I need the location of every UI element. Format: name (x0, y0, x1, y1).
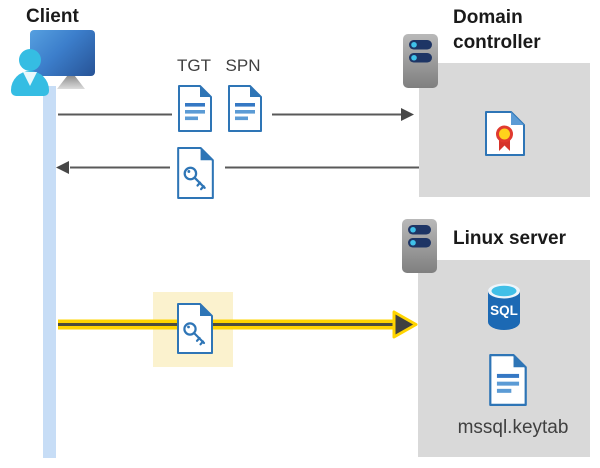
arrow-dc-to-client (56, 161, 419, 174)
client-lifeline-bar (43, 86, 56, 458)
linux-server-title: Linux server (453, 228, 566, 249)
server-icon (402, 219, 437, 273)
certificate-icon (485, 111, 525, 156)
keytab-document-icon (489, 354, 527, 406)
key-document-icon (177, 303, 213, 354)
tgt-label: TGT (177, 56, 211, 75)
sql-icon-label: SQL (490, 303, 518, 318)
arrow-client-to-dc (58, 108, 414, 121)
arrowhead-yellow-icon (392, 310, 418, 339)
spn-label: SPN (225, 56, 261, 75)
server-icon (403, 34, 438, 88)
client-monitor-icon (30, 30, 95, 76)
keytab-filename-label: mssql.keytab (457, 417, 569, 438)
domain-controller-title: Domain controller (453, 7, 541, 53)
key-document-icon (177, 147, 214, 199)
arrowhead-right-icon (401, 108, 414, 121)
arrowhead-left-icon (56, 161, 69, 174)
client-title: Client (26, 6, 79, 27)
spn-document-icon (228, 85, 262, 132)
arrow-client-to-linux (58, 310, 418, 339)
tgt-document-icon (178, 85, 212, 132)
client-person-icon (19, 49, 41, 71)
sql-database-icon: SQL (488, 283, 520, 330)
